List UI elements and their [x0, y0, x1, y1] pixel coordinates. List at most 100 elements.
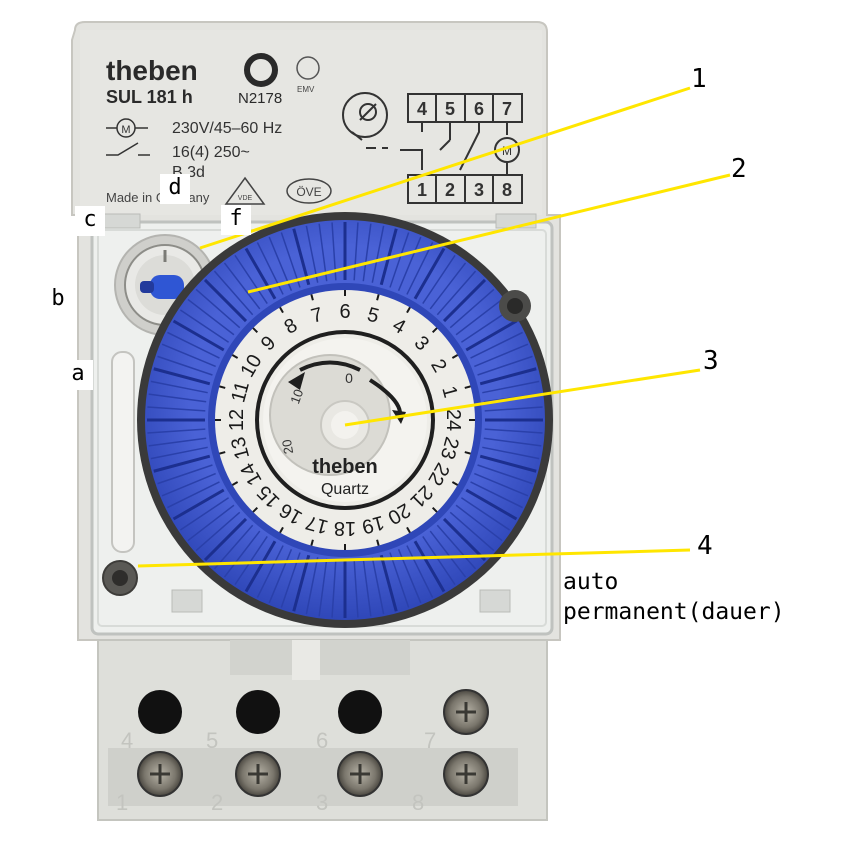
switching-segment[interactable] — [150, 380, 208, 394]
switching-segment[interactable] — [213, 524, 254, 570]
switching-segment[interactable] — [442, 517, 487, 562]
switching-segment[interactable] — [148, 437, 207, 447]
switching-segment[interactable] — [187, 298, 235, 336]
switching-segment[interactable] — [256, 545, 284, 598]
switching-segment[interactable] — [187, 504, 235, 542]
switching-segment[interactable] — [406, 242, 434, 295]
switching-segment[interactable] — [234, 254, 268, 305]
switching-segment[interactable] — [305, 557, 319, 615]
switching-segment[interactable] — [429, 530, 467, 578]
switching-segment[interactable] — [362, 558, 372, 617]
switching-segment[interactable] — [244, 540, 277, 593]
switching-segment[interactable] — [483, 437, 542, 447]
switching-segment[interactable] — [223, 530, 261, 578]
switching-segment[interactable] — [422, 254, 456, 305]
switching-segment[interactable] — [331, 559, 337, 618]
switching-segment[interactable] — [203, 517, 248, 562]
switching-segment[interactable] — [195, 288, 241, 329]
switching-segment[interactable] — [484, 406, 543, 412]
switching-segment[interactable] — [318, 558, 328, 617]
switching-segment[interactable] — [305, 225, 319, 283]
switching-segment[interactable] — [157, 464, 213, 485]
switching-segment[interactable] — [371, 225, 385, 283]
brand-logo: theben — [106, 55, 198, 86]
switching-segment[interactable] — [147, 428, 206, 434]
switching-segment[interactable] — [455, 504, 503, 542]
switching-segment[interactable] — [153, 454, 211, 473]
switching-segment[interactable] — [153, 367, 211, 386]
switching-segment[interactable] — [244, 247, 277, 300]
switching-segment[interactable] — [477, 355, 533, 376]
switching-segment[interactable] — [484, 428, 543, 434]
switching-segment[interactable] — [455, 298, 503, 336]
switching-segment[interactable] — [234, 535, 268, 586]
hour-tick — [376, 294, 380, 301]
switching-segment[interactable] — [280, 232, 301, 288]
switching-segment[interactable] — [460, 497, 511, 531]
emv-icon — [296, 56, 320, 80]
switching-segment[interactable] — [353, 559, 359, 618]
switching-segment[interactable] — [413, 247, 446, 300]
hour-tick — [451, 481, 459, 486]
switching-segments[interactable] — [147, 222, 543, 618]
switching-segment[interactable] — [161, 472, 216, 497]
switching-segment[interactable] — [465, 488, 518, 521]
switching-segment[interactable] — [477, 464, 533, 485]
contact-rating: 16(4) 250~ — [172, 144, 250, 161]
switching-segment[interactable] — [150, 446, 208, 460]
switching-segment[interactable] — [442, 278, 487, 323]
switching-segment[interactable] — [318, 223, 328, 282]
switching-segment[interactable] — [429, 262, 467, 310]
leader-lines — [137, 86, 731, 568]
switching-segment[interactable] — [167, 331, 220, 359]
switching-segment[interactable] — [172, 319, 225, 352]
switching-segment[interactable] — [422, 535, 456, 586]
switching-segment[interactable] — [203, 278, 248, 323]
switching-segment[interactable] — [172, 488, 225, 521]
switching-segment[interactable] — [292, 554, 311, 612]
manual-switch-slot[interactable] — [102, 351, 138, 596]
switching-segment[interactable] — [371, 557, 385, 615]
callout-4: 4 — [697, 531, 713, 561]
switching-segment[interactable] — [465, 319, 518, 352]
switching-segment[interactable] — [161, 343, 216, 368]
made-in: Made in Germany — [106, 190, 210, 205]
switching-segment[interactable] — [213, 270, 254, 316]
switching-segment[interactable] — [470, 481, 523, 509]
switching-segment[interactable] — [436, 524, 477, 570]
switching-segment[interactable] — [479, 454, 537, 473]
cover-lock-tab[interactable] — [499, 290, 531, 322]
switching-segment[interactable] — [482, 446, 540, 460]
switching-segment[interactable] — [353, 222, 359, 281]
switching-segment[interactable] — [362, 223, 372, 282]
switching-segment[interactable] — [148, 393, 207, 403]
hour-tick — [231, 481, 239, 486]
switching-segment[interactable] — [179, 309, 230, 343]
switching-segment[interactable] — [223, 262, 261, 310]
switching-segment[interactable] — [449, 288, 495, 329]
switching-segment[interactable] — [389, 232, 410, 288]
switching-segment[interactable] — [470, 331, 523, 359]
switching-segment[interactable] — [268, 549, 293, 604]
switching-segment[interactable] — [157, 355, 213, 376]
switching-segment[interactable] — [406, 545, 434, 598]
switching-segment[interactable] — [379, 554, 398, 612]
switching-segment[interactable] — [474, 343, 529, 368]
switching-segment[interactable] — [460, 309, 511, 343]
switching-segment[interactable] — [449, 511, 495, 552]
hour-tick — [376, 539, 380, 546]
switching-segment[interactable] — [436, 270, 477, 316]
switching-segment[interactable] — [413, 540, 446, 593]
switching-segment[interactable] — [389, 552, 410, 608]
switching-segment[interactable] — [167, 481, 220, 509]
label-b: b — [43, 285, 73, 315]
switching-segment[interactable] — [179, 497, 230, 531]
switching-segment[interactable] — [195, 511, 241, 552]
switching-segment[interactable] — [474, 472, 529, 497]
switching-segment[interactable] — [147, 406, 206, 412]
switching-segment[interactable] — [292, 228, 311, 286]
switching-segment[interactable] — [479, 367, 537, 386]
switching-segment[interactable] — [482, 380, 540, 394]
switching-segment[interactable] — [397, 236, 422, 291]
